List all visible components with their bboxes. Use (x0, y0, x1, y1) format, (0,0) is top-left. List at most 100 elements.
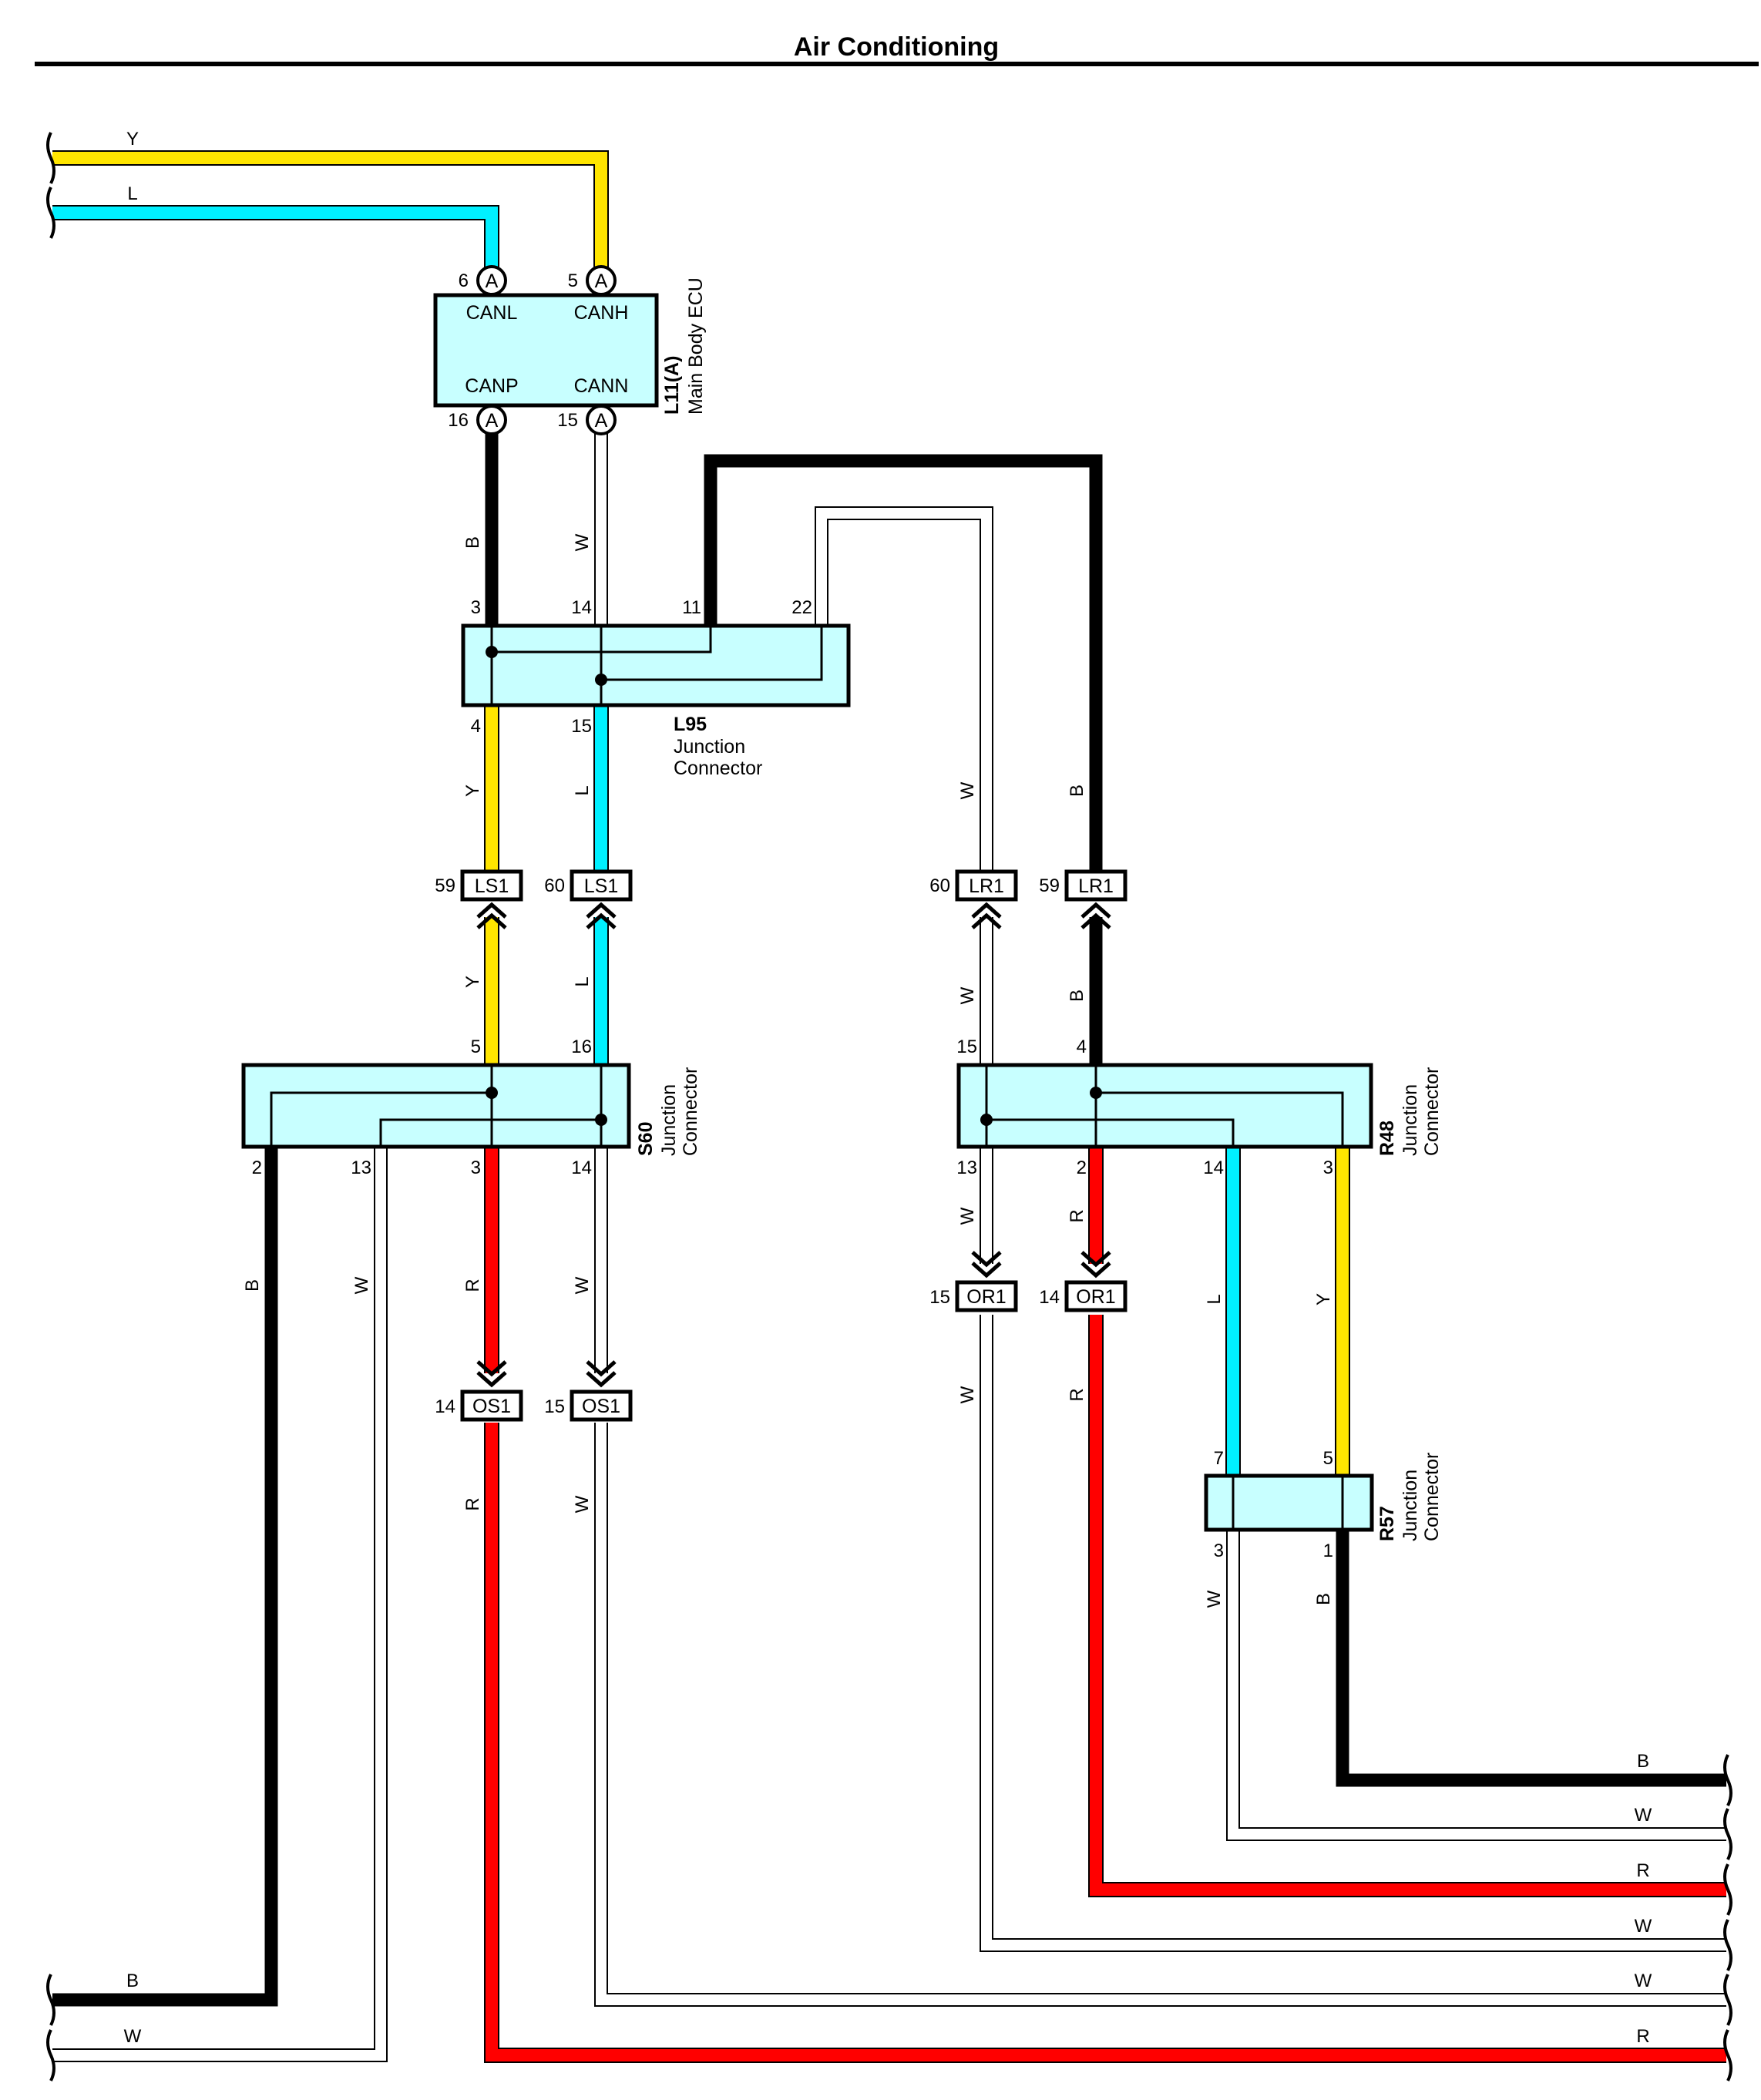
svg-text:L: L (572, 785, 593, 795)
r57-pin-1: 1 (1323, 1541, 1333, 1561)
l95-pin-3: 3 (471, 597, 481, 618)
ecu-id: L11(A) (661, 356, 683, 415)
junction-l95: 3 14 11 22 4 15 L95 Junction Connector (461, 597, 851, 779)
l95-name-1: Junction (674, 736, 745, 758)
ecu-pin-num-15: 15 (557, 410, 578, 431)
r57-pin-7: 7 (1214, 1448, 1224, 1469)
svg-text:R: R (1636, 2026, 1649, 2047)
r48-name-1: Junction (1400, 1084, 1421, 1156)
svg-text:W: W (572, 1495, 593, 1513)
svg-text:LS1: LS1 (584, 875, 618, 897)
wire-color-labels: Y L B W Y L W B Y L W B B W R W R W W R … (124, 129, 1652, 2047)
r57-pin-3: 3 (1214, 1541, 1224, 1561)
wire-l-top (52, 205, 499, 279)
svg-text:W: W (1635, 1805, 1652, 1826)
svg-text:LR1: LR1 (1078, 875, 1114, 897)
svg-text:R: R (1067, 1209, 1087, 1222)
svg-text:R: R (1067, 1388, 1087, 1401)
ecu-pin-canl: CANL (466, 302, 518, 324)
wire-b-s60-2 (52, 1147, 278, 2007)
svg-text:W: W (957, 781, 978, 799)
svg-text:59: 59 (1039, 875, 1060, 896)
svg-text:OS1: OS1 (472, 1396, 511, 1417)
svg-text:W: W (1635, 1971, 1652, 1991)
r48-pin-14: 14 (1203, 1158, 1224, 1178)
r57-name-1: Junction (1400, 1470, 1421, 1541)
wire-w-l95-22 (815, 506, 993, 879)
s60-pin-5: 5 (471, 1037, 481, 1057)
l95-pin-14: 14 (571, 597, 592, 618)
svg-text:W: W (957, 1386, 978, 1403)
svg-text:W: W (957, 1207, 978, 1225)
wire-b-l95-11 (704, 454, 1103, 879)
svg-text:W: W (351, 1276, 372, 1294)
wire-w-or1-15 (980, 1315, 1726, 1952)
svg-text:60: 60 (929, 875, 950, 896)
inline-connector-lr1-59: LR1 59 (1039, 869, 1128, 929)
ecu-pin-canh: CANH (574, 302, 629, 324)
wire-w-os1-15 (594, 1423, 1726, 2007)
inline-connector-os1-15: OS1 15 (544, 1360, 633, 1422)
svg-text:B: B (1313, 1593, 1334, 1605)
wire-w-r57-3 (1226, 1530, 1726, 1841)
wire-y-top (52, 150, 609, 279)
main-body-ecu: CANL CANH CANP CANN A A A A 6 5 16 15 L1… (433, 265, 707, 435)
l95-pin-4: 4 (471, 716, 481, 737)
svg-text:59: 59 (435, 875, 455, 896)
svg-text:B: B (1067, 990, 1087, 1002)
ecu-pin-cann: CANN (574, 375, 629, 397)
inline-connector-or1-15: OR1 15 (929, 1251, 1018, 1312)
svg-text:L: L (572, 976, 593, 986)
svg-text:R: R (462, 1278, 483, 1292)
svg-text:L: L (1204, 1294, 1225, 1304)
svg-text:W: W (572, 1276, 593, 1294)
inline-connector-ls1-59: LS1 59 (435, 869, 523, 929)
l95-pin-15: 15 (571, 716, 592, 737)
r57-name-2: Connector (1421, 1453, 1443, 1541)
junction-r48: 15 4 13 2 14 3 R48 Junction Connector (956, 1037, 1443, 1178)
s60-pin-3: 3 (471, 1158, 481, 1178)
break-marker-right (1723, 1754, 1732, 2082)
ecu-pin-num-6: 6 (459, 270, 469, 291)
svg-text:B: B (126, 1971, 139, 1991)
svg-text:Y: Y (462, 785, 483, 797)
wire-r-os1-14 (484, 1423, 1726, 2063)
svg-text:W: W (1204, 1590, 1225, 1608)
break-marker-left (46, 132, 55, 2082)
svg-text:OR1: OR1 (1076, 1286, 1115, 1308)
r57-id: R57 (1376, 1506, 1398, 1541)
svg-text:R: R (462, 1497, 483, 1510)
ecu-pin-num-16: 16 (448, 410, 469, 431)
junction-s60: 5 16 2 13 3 14 S60 Junction Connector (241, 1037, 701, 1178)
s60-pin-2: 2 (252, 1158, 262, 1178)
page-title: Air Conditioning (794, 32, 999, 62)
svg-text:Y: Y (462, 976, 483, 988)
wire-w-s60-13 (52, 1147, 388, 2062)
svg-text:W: W (957, 986, 978, 1004)
s60-name-2: Connector (680, 1067, 701, 1156)
s60-name-1: Junction (658, 1084, 680, 1156)
svg-text:15: 15 (929, 1287, 950, 1308)
svg-text:OR1: OR1 (966, 1286, 1006, 1308)
svg-text:A: A (486, 270, 499, 292)
svg-text:LR1: LR1 (969, 875, 1004, 897)
svg-text:A: A (595, 270, 608, 292)
s60-pin-13: 13 (351, 1158, 371, 1178)
svg-text:W: W (124, 2026, 142, 2047)
ecu-pin-canp: CANP (465, 375, 518, 397)
wire-r-or1-14 (1088, 1315, 1726, 1897)
r48-pin-15: 15 (956, 1037, 977, 1057)
svg-text:L: L (127, 183, 137, 204)
inline-connector-os1-14: OS1 14 (435, 1360, 523, 1422)
svg-text:B: B (1067, 785, 1087, 797)
svg-text:R: R (1636, 1860, 1649, 1881)
svg-text:W: W (572, 533, 593, 551)
svg-text:B: B (242, 1279, 263, 1292)
r48-name-2: Connector (1421, 1067, 1443, 1156)
svg-text:B: B (1637, 1751, 1649, 1772)
ecu-pin-num-5: 5 (568, 270, 578, 291)
l95-id: L95 (674, 714, 707, 735)
svg-text:B: B (462, 536, 483, 549)
svg-text:15: 15 (544, 1396, 565, 1417)
svg-text:Y: Y (126, 129, 139, 150)
